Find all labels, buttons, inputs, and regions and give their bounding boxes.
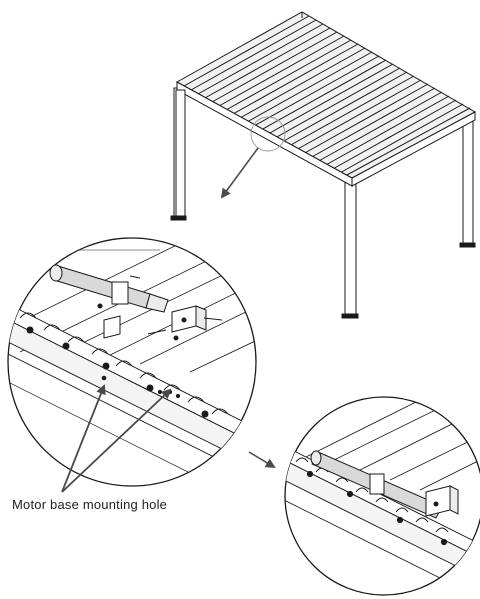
pointer-arrow-to-detail <box>220 147 259 199</box>
mounting-bracket-exploded <box>97 275 223 341</box>
motor-base-mounting-hole-label: Motor base mounting hole <box>12 497 168 512</box>
louver-roof <box>175 11 477 179</box>
leader-lines <box>61 384 172 493</box>
motor-actuator-exploded <box>49 264 169 313</box>
detail-circle-exploded <box>7 237 257 487</box>
motor-actuator-installed <box>310 450 459 519</box>
detail-indicator-circle <box>250 116 286 152</box>
pointer-arrow-to-installed <box>248 451 276 469</box>
pergola-overview <box>170 11 477 319</box>
detail-circle-installed <box>284 396 480 596</box>
